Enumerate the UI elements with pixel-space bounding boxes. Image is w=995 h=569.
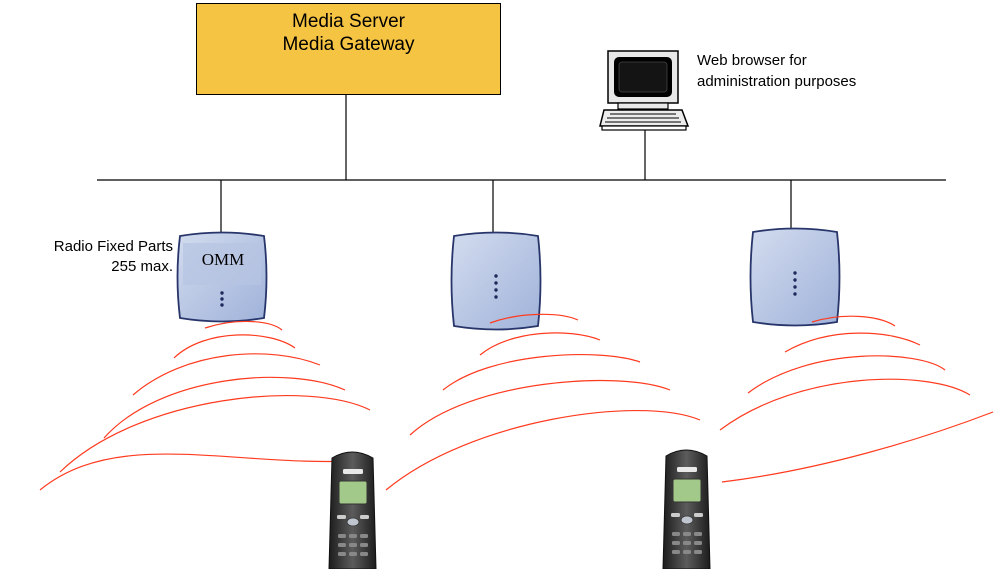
dect-handset-icon [328, 451, 377, 569]
browser-label-line2: administration purposes [697, 73, 857, 90]
rfp-unit-2 [450, 231, 542, 331]
media-server-box: Media Server Media Gateway [196, 3, 501, 95]
omm-label: OMM [201, 250, 245, 269]
rfp-label: Radio Fixed Parts 255 max. [8, 237, 173, 277]
rfp-label-line2: 255 max. [111, 258, 173, 275]
radio-waves-2 [385, 313, 701, 491]
computer-icon [599, 50, 690, 131]
server-label-line1: Media Server [292, 11, 405, 32]
server-label-line2: Media Gateway [282, 34, 415, 55]
radio-waves-3 [719, 315, 994, 483]
rfp-unit-3 [749, 227, 841, 327]
radio-waves-1 [39, 320, 371, 491]
rfp-label-line1: Radio Fixed Parts [53, 238, 173, 255]
dect-handset-icon [662, 449, 711, 569]
browser-label-line1: Web browser for [697, 52, 807, 69]
browser-label: Web browser for administration purposes [697, 50, 856, 92]
rfp-unit-omm [176, 231, 268, 323]
